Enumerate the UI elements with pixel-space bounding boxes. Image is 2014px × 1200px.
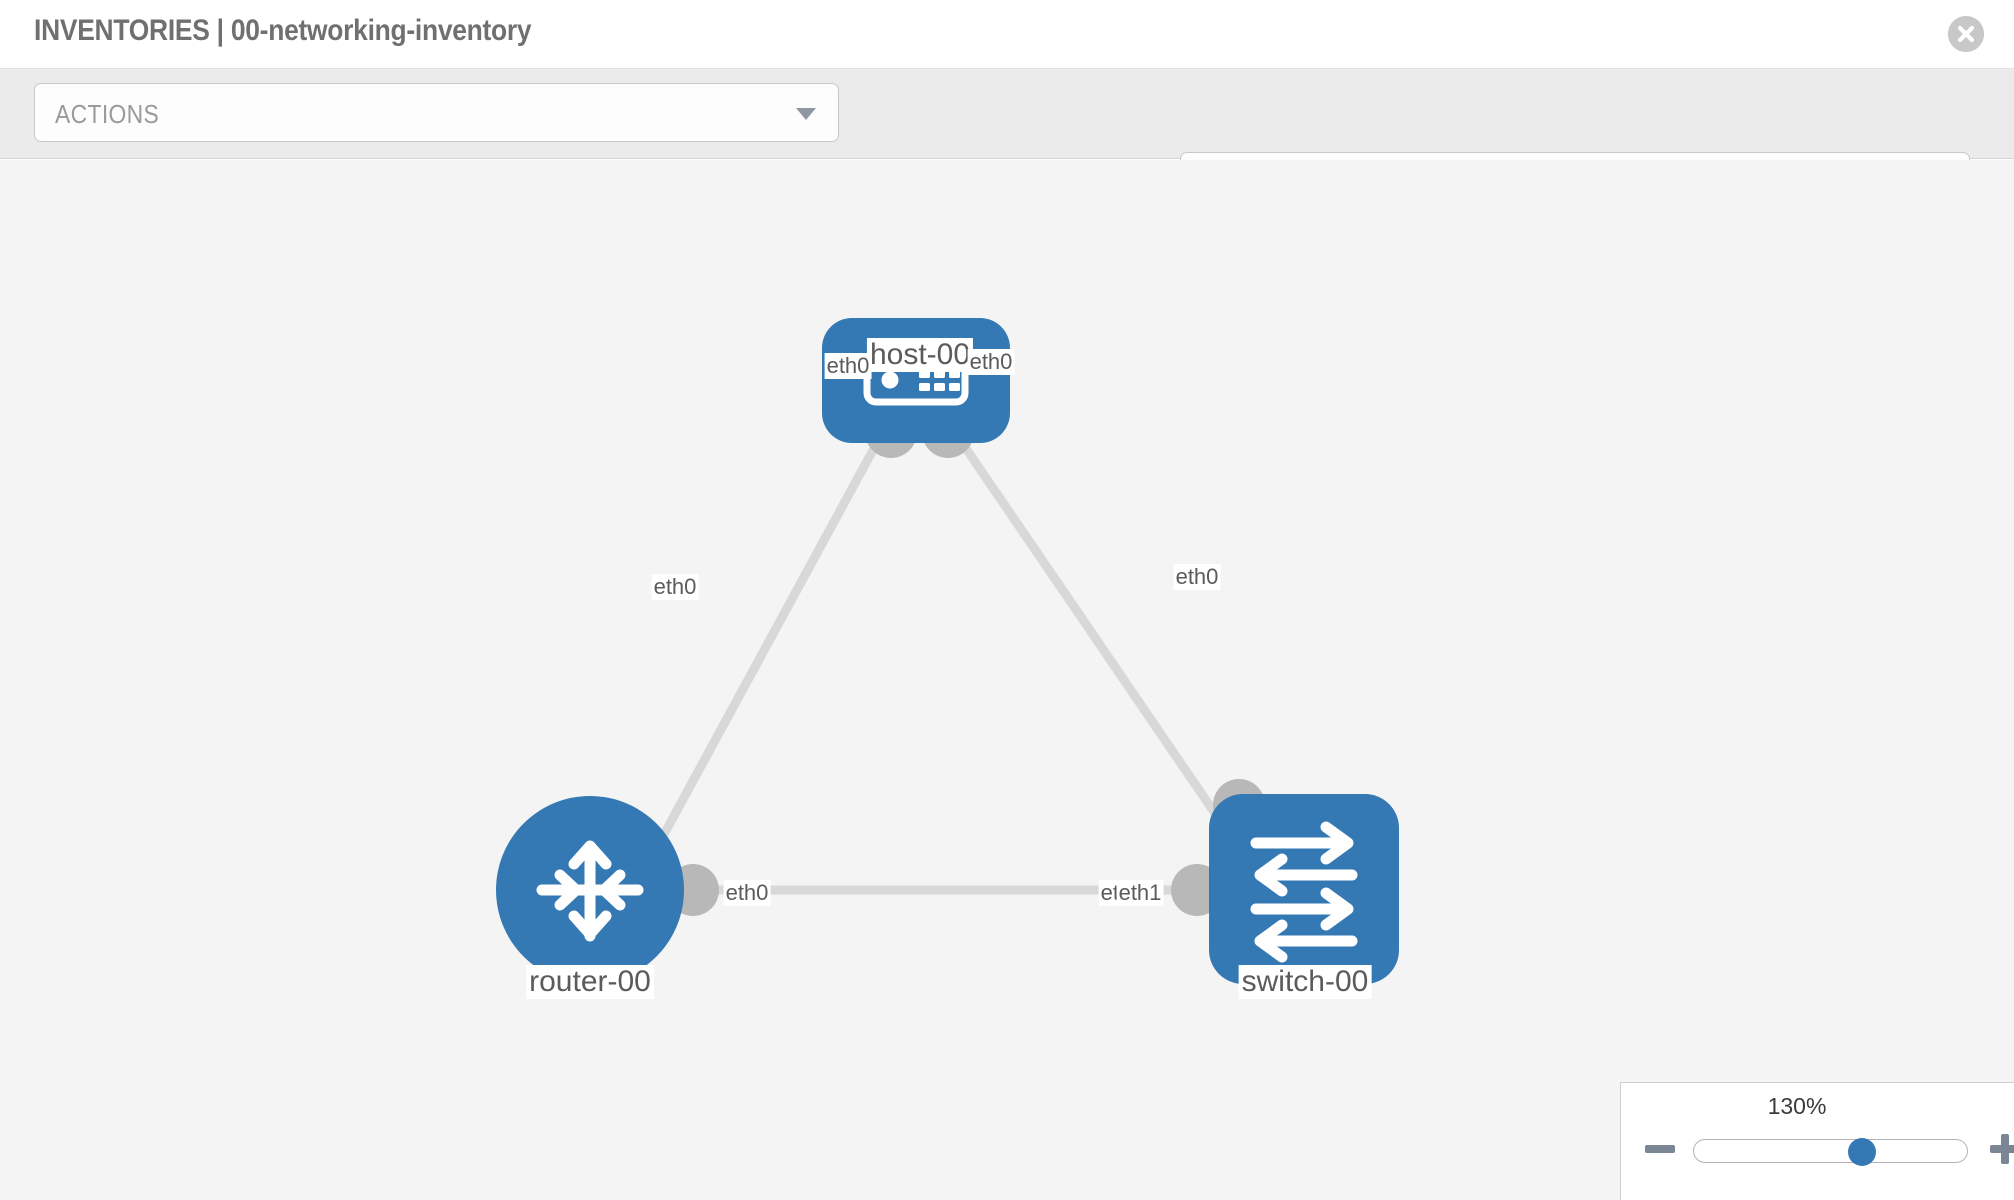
chevron-down-icon — [796, 107, 816, 120]
iface-label-host00-switch00: eth0 — [967, 349, 1015, 375]
zoom-out-button[interactable] — [1643, 1131, 1677, 1167]
iface-label-router00-host00: eth0 — [651, 574, 699, 600]
actions-dropdown[interactable]: ACTIONS — [34, 83, 839, 142]
edge-layer — [646, 425, 1245, 895]
iface-label-switch00-router00: eth1 — [1116, 880, 1164, 906]
node-label-switch-00: switch-00 — [1238, 965, 1372, 999]
zoom-level-label: 130% — [1767, 1093, 1827, 1119]
page-title: INVENTORIES | 00-networking-inventory — [34, 14, 532, 47]
node-label-router-00: router-00 — [526, 965, 654, 999]
close-icon[interactable] — [1948, 16, 1984, 52]
iface-label-switch00-host00: eth0 — [1173, 564, 1221, 590]
zoom-slider-row — [1621, 1131, 2014, 1171]
iface-label-host00-router00: eth0 — [824, 353, 872, 379]
edge-host00-router00 — [646, 425, 889, 863]
page-header: INVENTORIES | 00-networking-inventory — [0, 0, 2014, 69]
node-label-host-00: host-00 — [866, 338, 974, 372]
toolbar: ACTIONS SEARCH — [0, 69, 2014, 211]
topology-canvas[interactable]: host-00 router-00 switch-00 eth0 eth0 et… — [0, 160, 2014, 1200]
edge-host00-switch00 — [948, 425, 1244, 853]
node-switch-00[interactable] — [1209, 794, 1399, 984]
node-host-00[interactable] — [822, 318, 1010, 443]
zoom-slider[interactable] — [1693, 1138, 1968, 1166]
actions-dropdown-label: ACTIONS — [55, 99, 160, 129]
zoom-in-button[interactable] — [1988, 1131, 2014, 1167]
node-router-00[interactable] — [496, 796, 684, 984]
zoom-control-panel: 130% — [1620, 1082, 2014, 1200]
zoom-slider-thumb[interactable] — [1848, 1138, 1877, 1166]
iface-label-router00-switch00: eth0 — [723, 880, 771, 906]
topology-graph — [496, 318, 1399, 984]
